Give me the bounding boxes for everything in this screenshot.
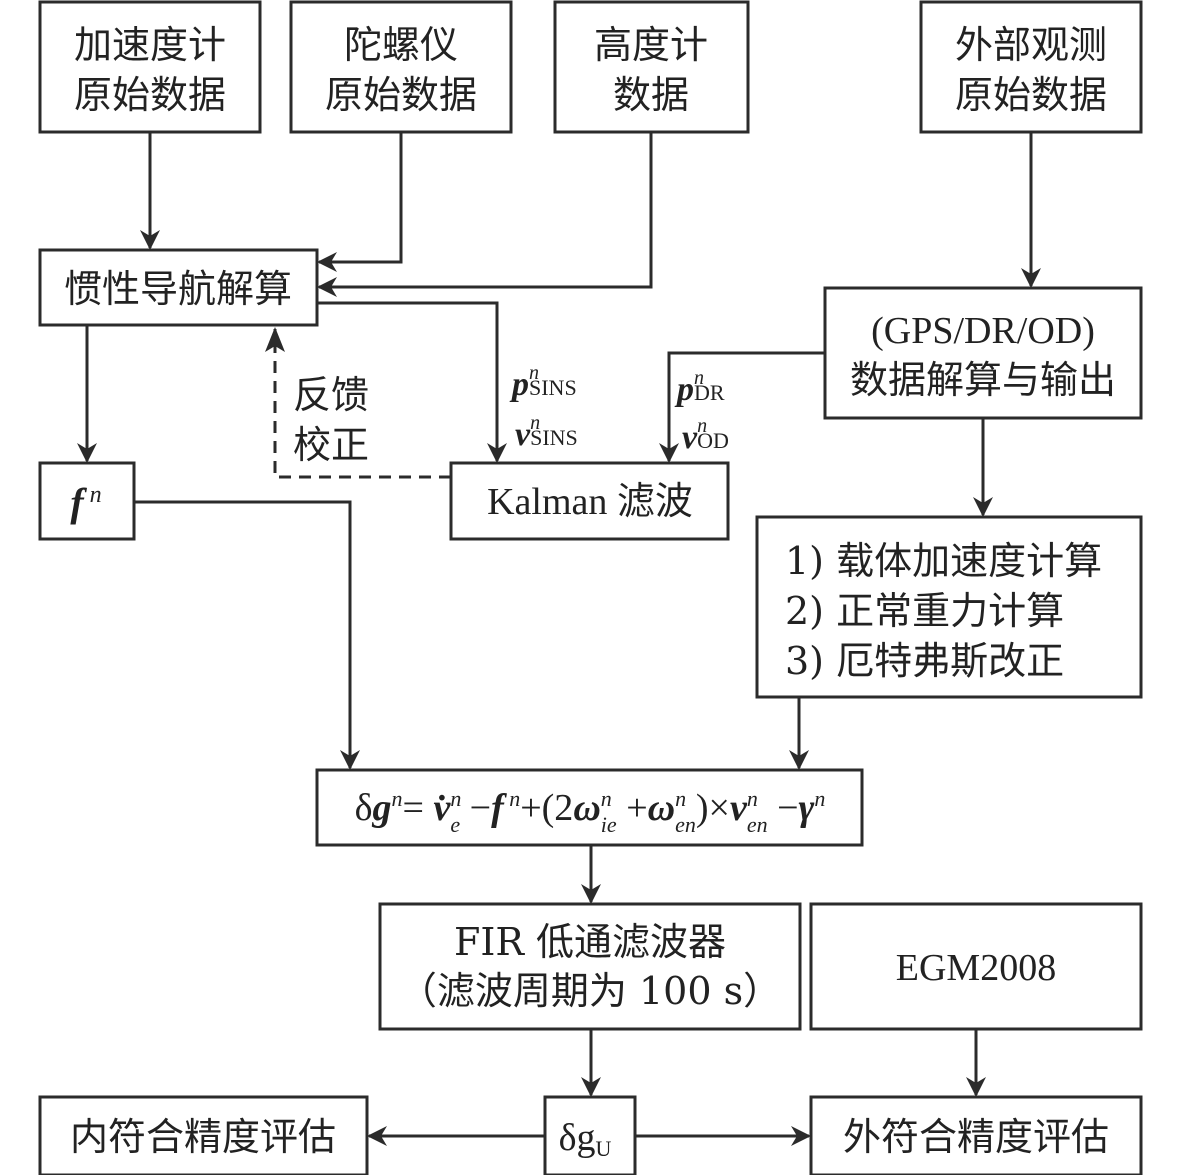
node-accelerometer-raw-data: 加速度计 原始数据 bbox=[38, 0, 262, 134]
sins-p: p bbox=[509, 366, 529, 403]
dgu-sub: U bbox=[596, 1136, 612, 1161]
node-gps-dr-od-solution: (GPS/DR/OD) 数据解算与输出 bbox=[823, 286, 1143, 420]
od-v: v bbox=[682, 419, 698, 456]
sins-v-sup: n bbox=[530, 412, 540, 434]
node-text: 原始数据 bbox=[74, 73, 226, 117]
node-text: FIR 低通滤波器 bbox=[454, 920, 726, 964]
od-sup: n bbox=[697, 415, 707, 437]
sins-p-sup: n bbox=[529, 362, 539, 384]
od-sub: OD bbox=[697, 428, 729, 453]
node-text: (GPS/DR/OD) bbox=[871, 310, 1095, 352]
node-text: 高度计 bbox=[594, 23, 708, 67]
feedback-arrowhead bbox=[265, 327, 285, 352]
node-text: 加速度计 bbox=[74, 23, 226, 67]
edge-gps-to-kalman bbox=[659, 351, 825, 463]
node-text: 外符合精度评估 bbox=[843, 1115, 1109, 1159]
node-external-observation-raw-data: 外部观测 原始数据 bbox=[919, 0, 1143, 134]
calc-step-2: 2) 正常重力计算 bbox=[785, 589, 1064, 633]
calc-step-1: 1) 载体加速度计算 bbox=[785, 539, 1102, 583]
node-text: 原始数据 bbox=[325, 73, 477, 117]
node-text: 数据 bbox=[613, 73, 689, 117]
svg-text:fn: fn bbox=[70, 480, 101, 525]
node-external-accuracy-evaluation: 外符合精度评估 bbox=[809, 1095, 1143, 1175]
node-text: 惯性导航解算 bbox=[64, 267, 292, 311]
dgu-base: δg bbox=[559, 1117, 596, 1159]
label-text: 校正 bbox=[293, 423, 369, 467]
dr-p: p bbox=[674, 371, 694, 408]
node-gyroscope-raw-data: 陀螺仪 原始数据 bbox=[289, 0, 513, 134]
node-text: 原始数据 bbox=[955, 73, 1107, 117]
node-fir-lowpass-filter: FIR 低通滤波器 （滤波周期为 100 s） bbox=[378, 902, 802, 1031]
node-text: （滤波周期为 100 s） bbox=[399, 969, 781, 1013]
node-text: Kalman 滤波 bbox=[487, 481, 693, 523]
label-feedback-correction: 反馈 校正 bbox=[293, 373, 369, 467]
label-text: 反馈 bbox=[293, 373, 369, 417]
fn-base: f bbox=[70, 480, 87, 525]
node-internal-accuracy-evaluation: 内符合精度评估 bbox=[38, 1095, 369, 1175]
sins-p-sub: SINS bbox=[529, 375, 577, 400]
calc-step-3: 3) 厄特弗斯改正 bbox=[785, 639, 1064, 683]
edge-fn-to-formula bbox=[134, 500, 360, 770]
node-gravity-anomaly-result: δgU bbox=[543, 1095, 637, 1175]
node-altimeter-data: 高度计 数据 bbox=[553, 0, 750, 134]
sins-v-sub: SINS bbox=[530, 425, 578, 450]
edge-gyro-to-ins bbox=[317, 132, 403, 272]
node-text: 数据解算与输出 bbox=[850, 358, 1116, 402]
edge-ins-to-kalman bbox=[317, 301, 507, 463]
dr-sup: n bbox=[694, 367, 704, 389]
node-text: EGM2008 bbox=[896, 947, 1056, 989]
node-egm2008: EGM2008 bbox=[809, 902, 1143, 1031]
edge-altimeter-to-ins bbox=[317, 132, 653, 297]
node-text: 外部观测 bbox=[955, 23, 1107, 67]
node-inertial-navigation-solution: 惯性导航解算 bbox=[38, 248, 319, 327]
node-text: 内符合精度评估 bbox=[70, 1115, 336, 1159]
svg-text:δgU: δgU bbox=[559, 1117, 612, 1161]
node-correction-calculations: 1) 载体加速度计算 2) 正常重力计算 3) 厄特弗斯改正 bbox=[755, 515, 1143, 699]
sins-v: v bbox=[515, 416, 531, 453]
node-kalman-filter: Kalman 滤波 bbox=[449, 461, 730, 541]
fn-sup: n bbox=[90, 482, 102, 508]
node-text: 陀螺仪 bbox=[344, 23, 458, 67]
dr-sub: DR bbox=[694, 380, 725, 405]
